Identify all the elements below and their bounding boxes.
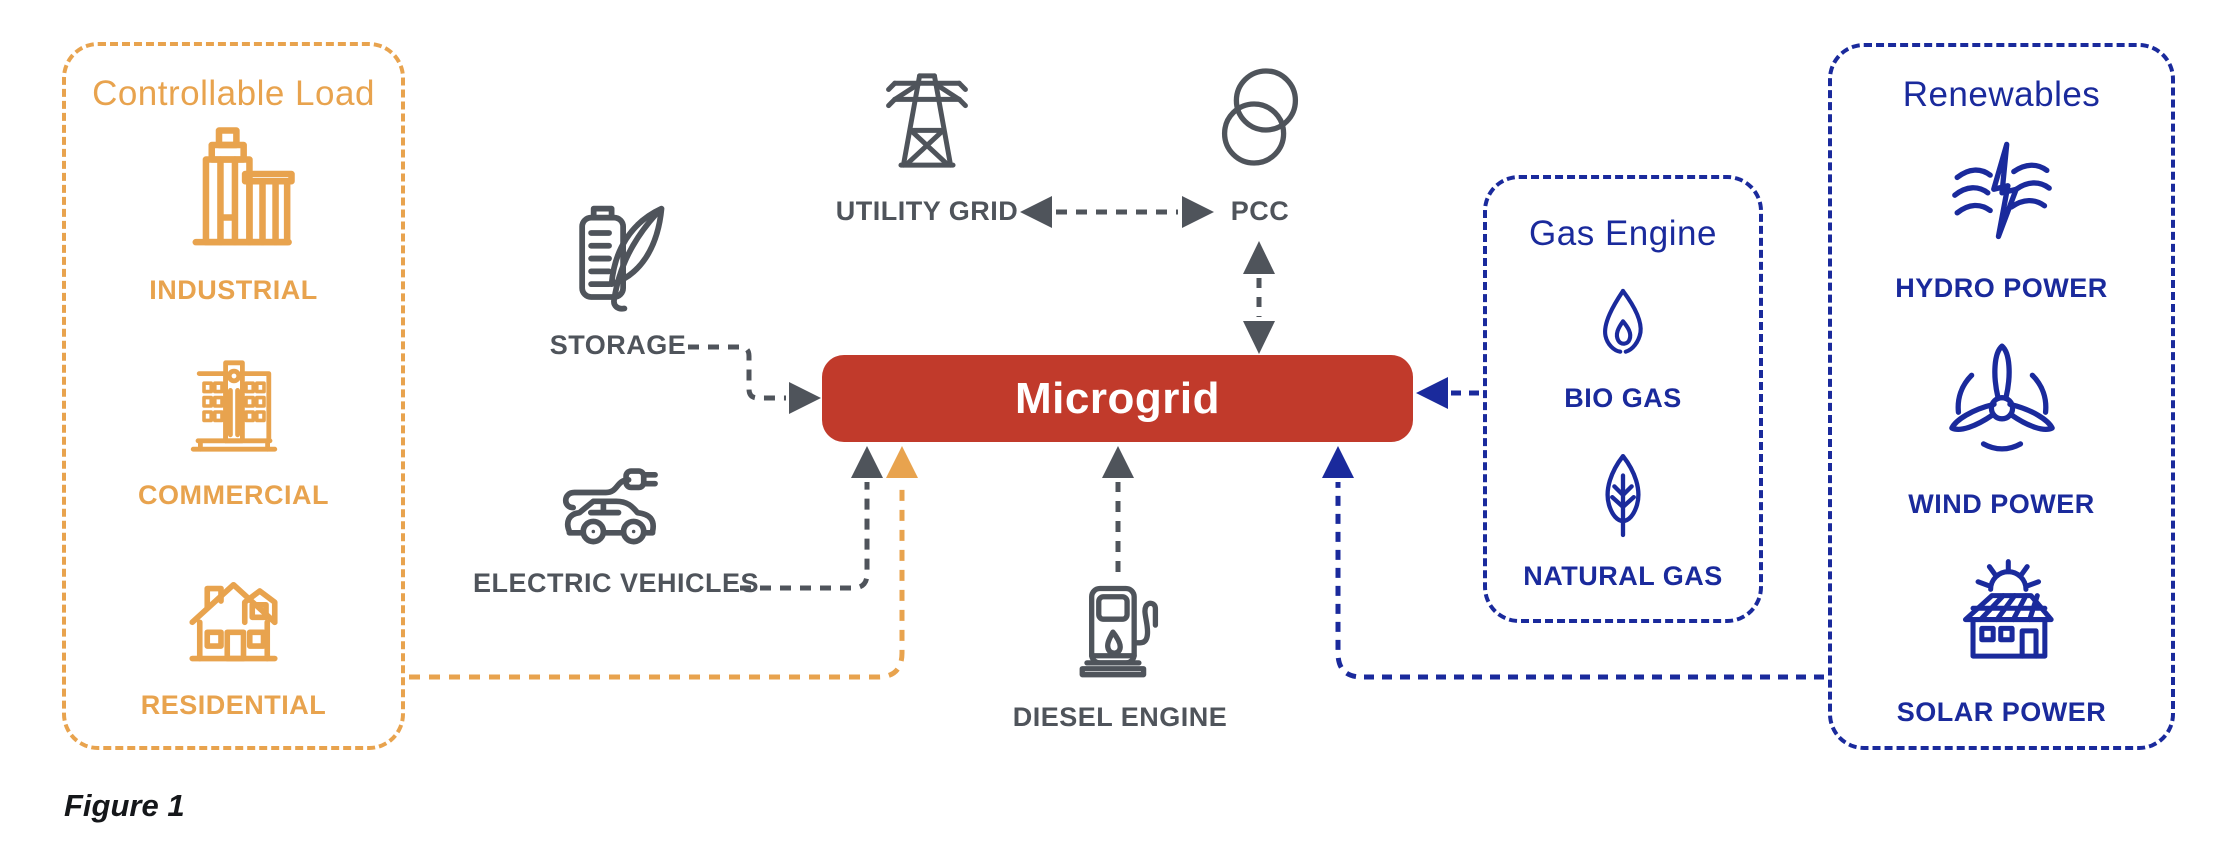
commercial-label: COMMERCIAL bbox=[138, 480, 329, 510]
wind-power-label: WIND POWER bbox=[1908, 489, 2095, 519]
gas-item-bio-gas: BIO GAS bbox=[1487, 279, 1759, 414]
renewables-title: Renewables bbox=[1902, 75, 2101, 114]
diesel-microgrid-arrow bbox=[1102, 446, 1134, 572]
residential-icon bbox=[171, 551, 296, 676]
industrial-icon bbox=[161, 116, 306, 261]
renewable-item-wind: WIND POWER bbox=[1832, 333, 2171, 520]
pcc-node: PCC bbox=[1185, 58, 1335, 227]
industrial-label: INDUSTRIAL bbox=[149, 275, 318, 305]
controllable-load-title: Controllable Load bbox=[92, 74, 375, 113]
gas-engine-group: Gas Engine BIO GAS NATURAL GAS bbox=[1483, 175, 1763, 623]
load-item-industrial: INDUSTRIAL bbox=[66, 116, 401, 306]
electric-vehicles-label: ELECTRIC VEHICLES bbox=[472, 568, 760, 598]
renewable-item-hydro: HYDRO POWER bbox=[1832, 135, 2171, 304]
transformer-circles-icon bbox=[1201, 58, 1319, 176]
pcc-microgrid-arrow bbox=[1243, 241, 1275, 354]
wind-power-icon bbox=[1936, 333, 2068, 465]
renewables-group: Renewables HYDRO POWER bbox=[1828, 43, 2175, 750]
storage-label: STORAGE bbox=[549, 330, 687, 360]
bio-gas-flame-icon bbox=[1577, 279, 1669, 371]
ev-microgrid-arrow bbox=[740, 446, 883, 591]
natural-gas-label: NATURAL GAS bbox=[1523, 561, 1723, 591]
diesel-engine-label: DIESEL ENGINE bbox=[1012, 702, 1228, 732]
storage-node: STORAGE bbox=[518, 192, 718, 361]
pcc-label: PCC bbox=[1230, 196, 1290, 226]
gas-item-natural-gas: NATURAL GAS bbox=[1487, 441, 1759, 592]
microgrid-label: Microgrid bbox=[1015, 373, 1220, 423]
solar-power-label: SOLAR POWER bbox=[1896, 697, 2107, 727]
gas-engine-microgrid-arrow bbox=[1416, 377, 1479, 409]
load-item-commercial: COMMERCIAL bbox=[66, 346, 401, 511]
utility-grid-node: UTILITY GRID bbox=[827, 56, 1027, 227]
commercial-icon bbox=[174, 346, 294, 466]
electric-vehicles-node: ELECTRIC VEHICLES bbox=[472, 432, 760, 599]
controllable-load-group: Controllable Load INDUSTRIAL bbox=[62, 42, 405, 750]
fuel-pump-icon bbox=[1061, 572, 1179, 690]
microgrid-node: Microgrid bbox=[822, 355, 1413, 442]
gas-engine-title: Gas Engine bbox=[1529, 214, 1717, 253]
residential-label: RESIDENTIAL bbox=[140, 690, 327, 720]
solar-power-icon bbox=[1939, 549, 2065, 675]
diesel-engine-node: DIESEL ENGINE bbox=[1000, 572, 1240, 733]
hydro-power-label: HYDRO POWER bbox=[1895, 273, 2108, 303]
transmission-tower-icon bbox=[865, 56, 989, 180]
hydro-power-icon bbox=[1943, 135, 2061, 253]
electric-car-plug-icon bbox=[553, 432, 679, 558]
utility-grid-label: UTILITY GRID bbox=[835, 196, 1019, 226]
figure-caption: Figure 1 bbox=[64, 788, 185, 823]
battery-leaf-icon bbox=[554, 192, 682, 320]
bio-gas-label: BIO GAS bbox=[1564, 383, 1682, 413]
natural-gas-leaf-icon bbox=[1569, 441, 1677, 549]
load-item-residential: RESIDENTIAL bbox=[66, 551, 401, 721]
renewable-item-solar: SOLAR POWER bbox=[1832, 549, 2171, 728]
